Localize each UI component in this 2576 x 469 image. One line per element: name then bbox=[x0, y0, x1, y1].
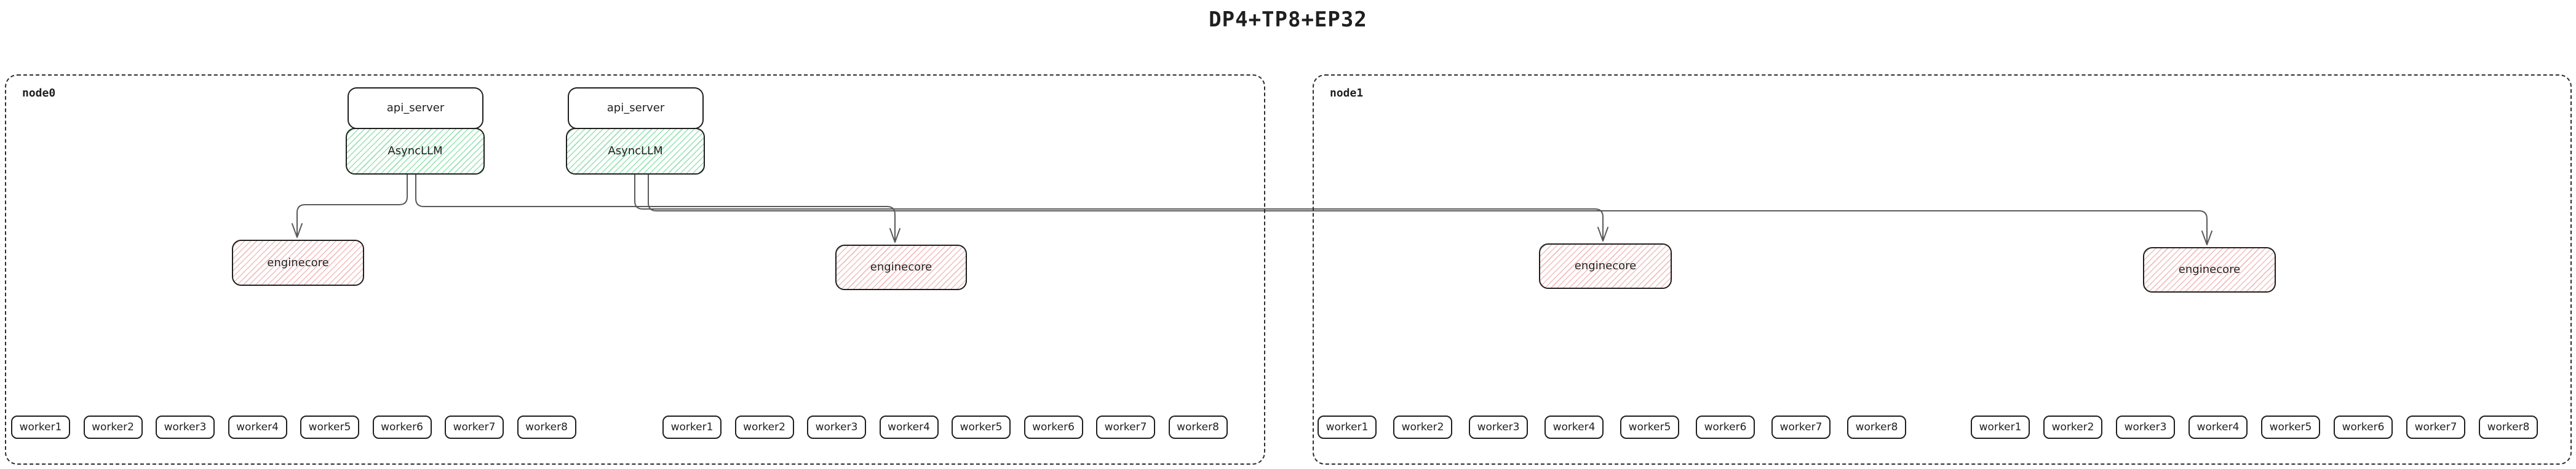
worker-box: worker1 bbox=[1971, 416, 2030, 439]
worker-box: worker7 bbox=[1771, 416, 1831, 439]
worker-label: worker6 bbox=[381, 421, 423, 433]
worker-label: worker7 bbox=[2414, 421, 2457, 433]
worker-box: worker6 bbox=[2334, 416, 2393, 439]
worker-box: worker5 bbox=[1620, 416, 1679, 439]
diagram-title: DP4+TP8+EP32 bbox=[1209, 7, 1367, 32]
worker-label: worker5 bbox=[308, 421, 351, 433]
enginecore-box-1: enginecore bbox=[232, 240, 364, 286]
enginecore-label: enginecore bbox=[2178, 263, 2241, 276]
asyncllm-box-1: AsyncLLM bbox=[346, 128, 485, 175]
worker-box: worker8 bbox=[1168, 416, 1228, 439]
asyncllm-box-2: AsyncLLM bbox=[566, 128, 705, 175]
worker-box: worker2 bbox=[734, 416, 794, 439]
worker-label: worker3 bbox=[164, 421, 207, 433]
worker-label: worker2 bbox=[92, 421, 134, 433]
worker-box: worker8 bbox=[2479, 416, 2538, 439]
enginecore-box-4: enginecore bbox=[2143, 247, 2276, 293]
worker-group-3: worker1 worker2 worker3 worker4 worker5 … bbox=[1318, 416, 1906, 439]
worker-box: worker2 bbox=[2043, 416, 2102, 439]
enginecore-label: enginecore bbox=[267, 256, 329, 269]
worker-box: worker5 bbox=[300, 416, 359, 439]
worker-box: worker3 bbox=[2116, 416, 2175, 439]
worker-box: worker3 bbox=[156, 416, 215, 439]
node1-label: node1 bbox=[1330, 87, 1364, 100]
worker-box: worker6 bbox=[372, 416, 432, 439]
worker-label: worker2 bbox=[2051, 421, 2094, 433]
asyncllm-label: AsyncLLM bbox=[608, 144, 663, 157]
worker-label: worker5 bbox=[1628, 421, 1671, 433]
worker-label: worker6 bbox=[1704, 421, 1747, 433]
worker-label: worker1 bbox=[1979, 421, 2022, 433]
worker-label: worker7 bbox=[1104, 421, 1147, 433]
enginecore-label: enginecore bbox=[1574, 259, 1637, 272]
worker-label: worker2 bbox=[743, 421, 785, 433]
worker-box: worker4 bbox=[2188, 416, 2248, 439]
worker-box: worker8 bbox=[517, 416, 576, 439]
worker-label: worker4 bbox=[888, 421, 930, 433]
api-server-box-2: api_server bbox=[568, 87, 704, 129]
node-box-node1: node1 enginecore enginecore worker1 work… bbox=[1313, 74, 2572, 465]
worker-label: worker3 bbox=[815, 421, 858, 433]
node-box-node0: node0 api_server AsyncLLM api_server Asy… bbox=[5, 74, 1265, 465]
worker-label: worker7 bbox=[1779, 421, 1823, 433]
worker-box: worker2 bbox=[83, 416, 143, 439]
worker-label: worker6 bbox=[1032, 421, 1075, 433]
worker-label: worker8 bbox=[525, 421, 568, 433]
worker-label: worker1 bbox=[19, 421, 62, 433]
enginecore-label: enginecore bbox=[870, 261, 932, 274]
worker-label: worker3 bbox=[1477, 421, 1520, 433]
worker-box: worker1 bbox=[662, 416, 722, 439]
api-server-box-1: api_server bbox=[348, 87, 483, 129]
api-server-label: api_server bbox=[606, 101, 665, 114]
worker-label: worker8 bbox=[2487, 421, 2530, 433]
worker-box: worker6 bbox=[1024, 416, 1083, 439]
worker-label: worker1 bbox=[1326, 421, 1369, 433]
api-server-label: api_server bbox=[386, 101, 445, 114]
worker-group-2: worker1 worker2 worker3 worker4 worker5 … bbox=[662, 416, 1228, 439]
worker-label: worker8 bbox=[1177, 421, 1219, 433]
worker-box: worker2 bbox=[1393, 416, 1452, 439]
worker-box: worker4 bbox=[228, 416, 287, 439]
worker-label: worker1 bbox=[670, 421, 714, 433]
worker-label: worker2 bbox=[1401, 421, 1444, 433]
worker-box: worker3 bbox=[1469, 416, 1528, 439]
worker-box: worker5 bbox=[952, 416, 1011, 439]
worker-label: worker5 bbox=[2269, 421, 2312, 433]
worker-box: worker7 bbox=[1096, 416, 1155, 439]
worker-box: worker4 bbox=[879, 416, 939, 439]
worker-group-4: worker1 worker2 worker3 worker4 worker5 … bbox=[1971, 416, 2538, 439]
worker-label: worker4 bbox=[236, 421, 279, 433]
enginecore-box-3: enginecore bbox=[1539, 243, 1672, 289]
asyncllm-label: AsyncLLM bbox=[388, 144, 443, 157]
worker-label: worker8 bbox=[1855, 421, 1898, 433]
worker-label: worker4 bbox=[2196, 421, 2240, 433]
worker-label: worker4 bbox=[1552, 421, 1596, 433]
worker-group-1: worker1 worker2 worker3 worker4 worker5 … bbox=[11, 416, 576, 439]
worker-box: worker1 bbox=[1318, 416, 1377, 439]
worker-label: worker7 bbox=[453, 421, 496, 433]
worker-label: worker5 bbox=[960, 421, 1003, 433]
worker-box: worker3 bbox=[807, 416, 866, 439]
worker-box: worker4 bbox=[1544, 416, 1604, 439]
worker-box: worker7 bbox=[2406, 416, 2465, 439]
worker-box: worker6 bbox=[1696, 416, 1755, 439]
worker-box: worker8 bbox=[1847, 416, 1906, 439]
node0-label: node0 bbox=[22, 87, 56, 100]
worker-label: worker6 bbox=[2342, 421, 2385, 433]
worker-box: worker7 bbox=[445, 416, 504, 439]
worker-label: worker3 bbox=[2124, 421, 2167, 433]
worker-box: worker1 bbox=[11, 416, 70, 439]
worker-box: worker5 bbox=[2261, 416, 2320, 439]
enginecore-box-2: enginecore bbox=[835, 245, 967, 290]
